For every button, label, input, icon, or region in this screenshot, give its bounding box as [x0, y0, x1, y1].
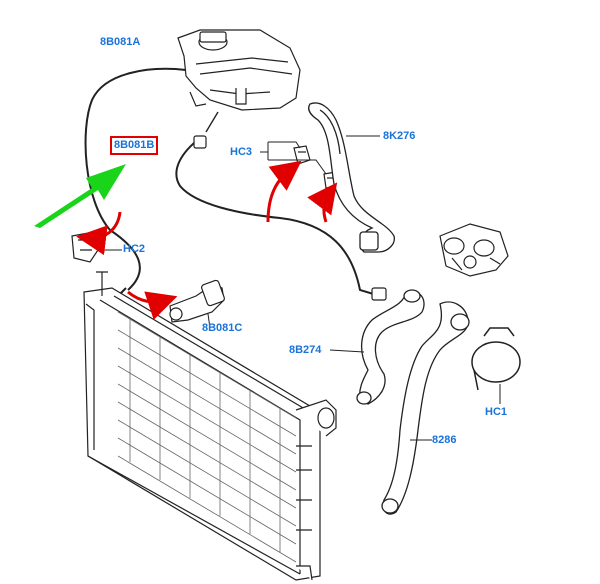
hose-reservoir-to-engine	[175, 137, 381, 297]
connector-8b081b	[193, 135, 207, 149]
label-8b081a: 8B081A	[100, 36, 141, 48]
hose-8k276	[308, 102, 395, 253]
radiator-core-fins	[117, 311, 297, 563]
hose-8b081a-line	[84, 67, 187, 291]
red-arrow-8b081c	[127, 290, 178, 320]
fitting-8b081c	[169, 279, 225, 323]
label-8b274: 8B274	[289, 344, 322, 356]
clip-hc2	[71, 231, 99, 263]
label-8b081b-highlighted: 8B081B	[110, 136, 159, 155]
label-8286: 8286	[432, 434, 457, 446]
hc3-bracket	[260, 141, 327, 175]
coolant-reservoir	[177, 29, 301, 111]
clamp-hc1	[471, 327, 521, 391]
label-8k276: 8K276	[383, 130, 416, 142]
thermostat-housing	[439, 223, 509, 277]
green-pointer-arrow	[34, 164, 126, 228]
red-arrow-hc3-a	[266, 160, 302, 223]
label-8b081c: 8B081C	[202, 322, 243, 334]
connector-end	[371, 287, 387, 301]
label-hc1: HC1	[485, 406, 508, 418]
radiator	[83, 271, 337, 581]
hose-8286	[381, 301, 470, 515]
red-arrow-hc2	[76, 211, 122, 256]
clip-hc3-a	[293, 145, 311, 165]
red-arrow-hc3-b	[307, 182, 338, 223]
label-hc2: HC2	[123, 243, 146, 255]
red-arrows	[76, 160, 338, 320]
hose-8b274	[356, 289, 425, 405]
label-hc3: HC3	[230, 146, 253, 158]
